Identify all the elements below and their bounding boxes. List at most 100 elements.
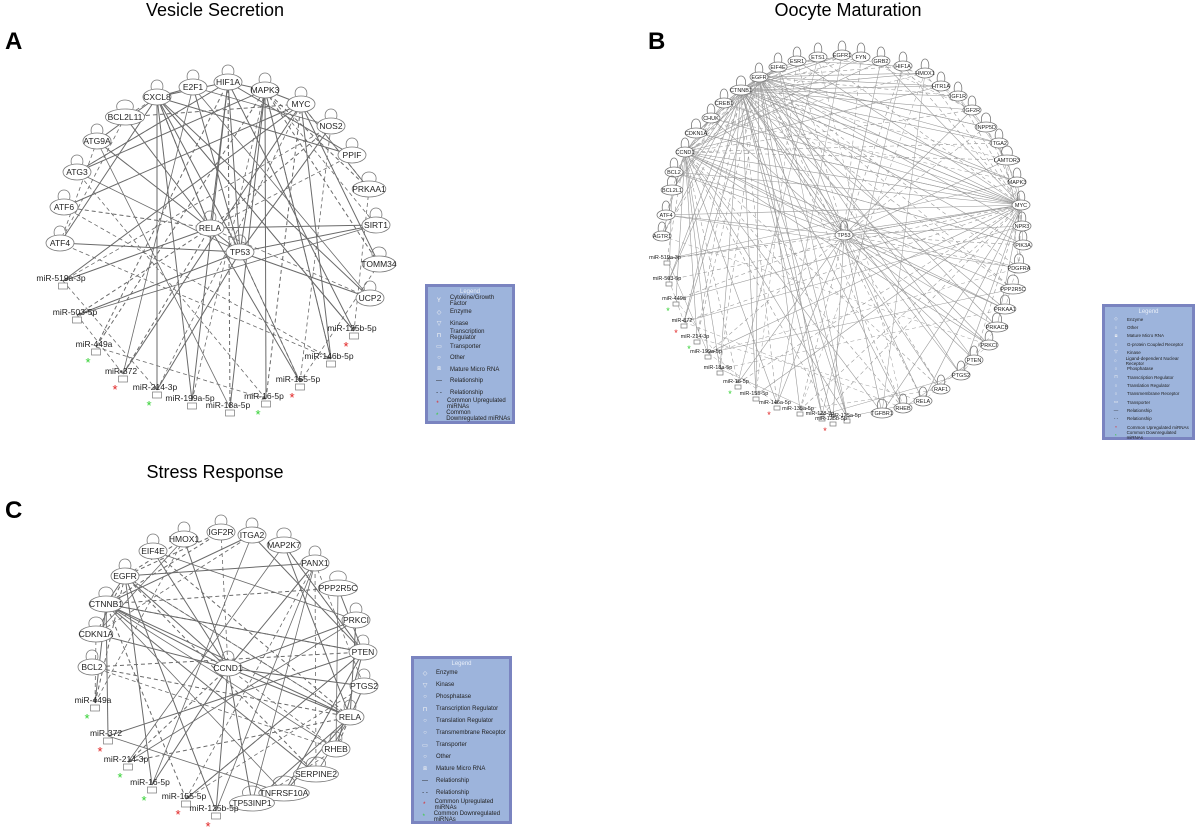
node: CDKN1A <box>684 118 708 139</box>
edge <box>758 75 959 97</box>
legend-item: ○Other <box>414 751 509 763</box>
edge <box>76 251 241 316</box>
green-asterisk-icon: * <box>666 306 670 316</box>
edge <box>62 227 211 282</box>
line-icon: — <box>422 778 428 784</box>
node: CDKN1A <box>79 616 114 643</box>
node: miR-125a-5p <box>829 413 861 424</box>
node-shape <box>729 84 753 96</box>
edge <box>239 224 377 254</box>
circle-icon: ○ <box>423 694 427 700</box>
edge <box>843 234 942 390</box>
self-loop <box>680 137 690 148</box>
self-loop <box>118 558 132 569</box>
node-shape <box>684 127 708 139</box>
edges <box>91 531 365 812</box>
node-shape <box>142 88 172 106</box>
edge <box>95 633 229 670</box>
node-label: miR-16-5p <box>723 379 749 385</box>
node: ITGA2 <box>989 128 1009 149</box>
microrna-icon <box>680 323 688 329</box>
edge <box>59 242 332 360</box>
self-loop <box>1018 230 1028 241</box>
edge <box>265 103 303 400</box>
edge <box>740 88 973 111</box>
node-shape <box>989 137 1009 149</box>
green-asterisk-icon: * <box>435 412 439 419</box>
node-label: miR-125b-5p <box>189 803 238 813</box>
edge <box>185 651 364 800</box>
edge <box>675 151 687 301</box>
node: PPP2R5C <box>317 570 359 597</box>
self-loop <box>361 171 377 182</box>
legend-item-label: Relationship <box>450 389 484 396</box>
node: HMOX1 <box>915 58 935 79</box>
edge <box>122 103 302 375</box>
self-loop <box>706 103 716 114</box>
node-label: miR-128-3p <box>806 411 835 417</box>
node: EIF4E <box>138 533 168 560</box>
edge <box>683 151 709 354</box>
node: RHEB <box>893 393 913 414</box>
node-label: PRKACB <box>986 325 1009 331</box>
edge <box>684 54 843 153</box>
legend-item-label: Common Upregulated miRNAs <box>447 398 506 411</box>
node: miR-372* <box>105 366 137 397</box>
legend-item: ▽Kinase <box>428 318 512 330</box>
red-asterisk-icon: * <box>436 401 439 408</box>
node: miR-16-5p* <box>723 379 749 399</box>
node: HIF1A <box>213 64 243 91</box>
node-label: PTEN <box>352 647 375 657</box>
node-shape <box>660 184 684 196</box>
legend-item: ○Transmembrane Receptor <box>414 727 509 739</box>
edge <box>881 72 926 414</box>
node-label: ITGA2 <box>240 530 265 540</box>
node-label: FYN <box>856 55 867 61</box>
node: BCL2 <box>77 649 107 676</box>
legend-item-label: Common Downregulated miRNAs <box>1126 430 1177 441</box>
node: PRKACB <box>986 312 1009 333</box>
legend-item: ○Other <box>1105 323 1192 331</box>
legend-item: ◇Enzyme <box>428 307 512 319</box>
node-shape <box>213 73 243 91</box>
node-label: EGFR1 <box>833 53 851 59</box>
node: PDGFRA <box>1008 253 1031 274</box>
edge <box>105 603 337 750</box>
line-icon: — <box>436 378 442 385</box>
node: IGF2R <box>206 514 236 541</box>
edge <box>105 602 364 653</box>
node-label: PTEN <box>967 358 982 364</box>
legend-item: *Common Upregulated miRNAs <box>414 799 509 811</box>
edge <box>215 562 316 812</box>
node-shape <box>834 229 854 241</box>
self-loop <box>984 330 994 341</box>
enzyme-icon: ◇ <box>422 670 428 677</box>
edge <box>122 227 211 375</box>
node-shape <box>675 146 695 158</box>
self-loop <box>981 112 991 123</box>
node: miR-449a* <box>75 695 112 726</box>
edge <box>737 56 819 384</box>
node: SERPINE2 <box>293 756 339 783</box>
edge <box>675 234 845 301</box>
green-asterisk-icon: * <box>84 711 89 726</box>
node-shape <box>258 784 310 802</box>
edge <box>673 171 1020 269</box>
enzyme-icon: ◇ <box>436 309 442 316</box>
microrna-icon <box>752 396 760 402</box>
microrna-icon <box>734 384 742 390</box>
edge <box>239 251 301 383</box>
panel-c-legend: Legend◇Enzyme▽Kinase○Phosphatase⊓Transcr… <box>411 656 512 824</box>
edge <box>76 81 229 173</box>
transcription-regulator-icon: ⊓ <box>436 332 442 339</box>
node-shape <box>335 708 365 726</box>
edge <box>758 76 1022 206</box>
edge <box>227 81 355 332</box>
legend-item-label: Transmembrane Receptor <box>436 730 506 736</box>
edge <box>283 544 351 718</box>
edge <box>227 619 357 669</box>
node: ITGA2 <box>237 517 267 544</box>
node-label: miR-214-3p <box>681 334 710 340</box>
microrna-icon <box>326 360 336 368</box>
edge <box>960 204 1022 376</box>
